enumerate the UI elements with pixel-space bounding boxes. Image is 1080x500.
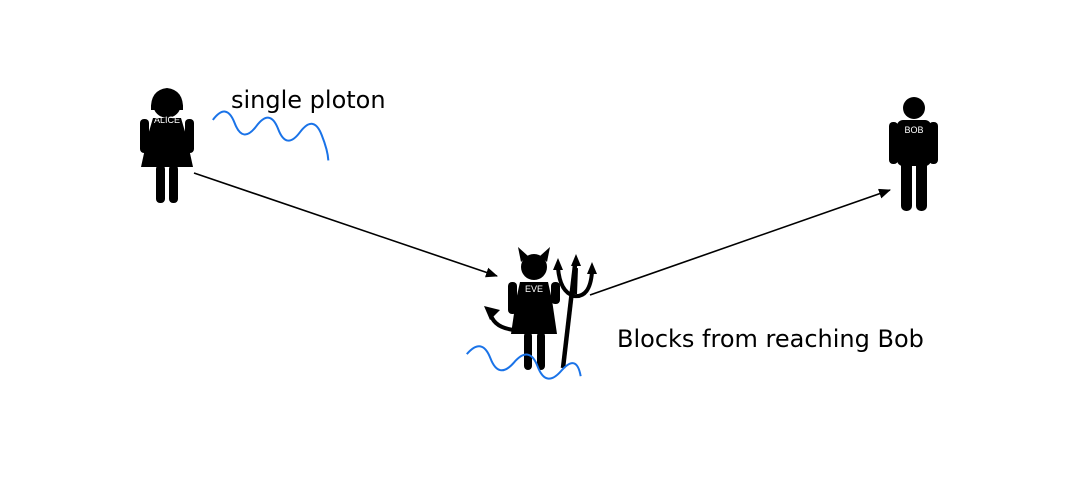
bob-figure: BOB [889,97,938,211]
arrow-alice-to-eve [193,172,498,278]
photon-wave-alice [212,110,330,161]
alice-label: ALICE [154,115,180,125]
alice-figure: ALICE [140,88,194,203]
photon-caption: single ploton [231,86,386,114]
bob-label: BOB [904,125,923,135]
eve-figure: EVE [484,247,597,370]
arrow-eve-to-bob [589,188,891,296]
photon-wave-eve [466,345,582,380]
block-caption: Blocks from reaching Bob [617,325,924,353]
eve-label: EVE [525,284,543,294]
